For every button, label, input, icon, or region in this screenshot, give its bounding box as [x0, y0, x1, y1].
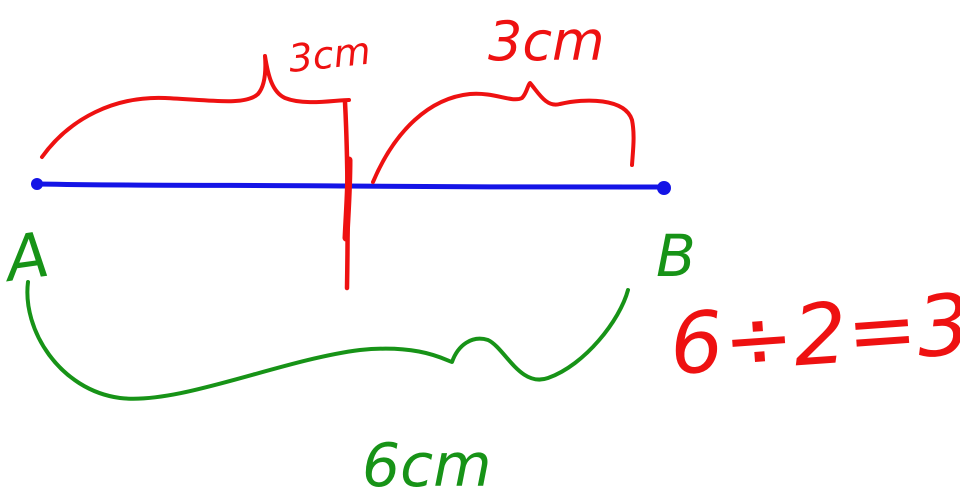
- division-equation: 6÷2=3: [667, 275, 960, 394]
- right-half-label: 3cm: [488, 10, 605, 73]
- point-a-label: A: [0, 218, 53, 297]
- point-b-dot: [657, 181, 671, 195]
- right-half-brace: [371, 81, 636, 184]
- whole-label: 6cm: [362, 431, 492, 501]
- point-b-label: B: [656, 222, 696, 290]
- midpoint-tick-bold: [342, 156, 353, 242]
- whole-brace: [25, 280, 630, 401]
- left-half-label: 3cm: [286, 29, 372, 81]
- point-a-dot: [31, 178, 43, 190]
- left-half-brace: [40, 54, 351, 159]
